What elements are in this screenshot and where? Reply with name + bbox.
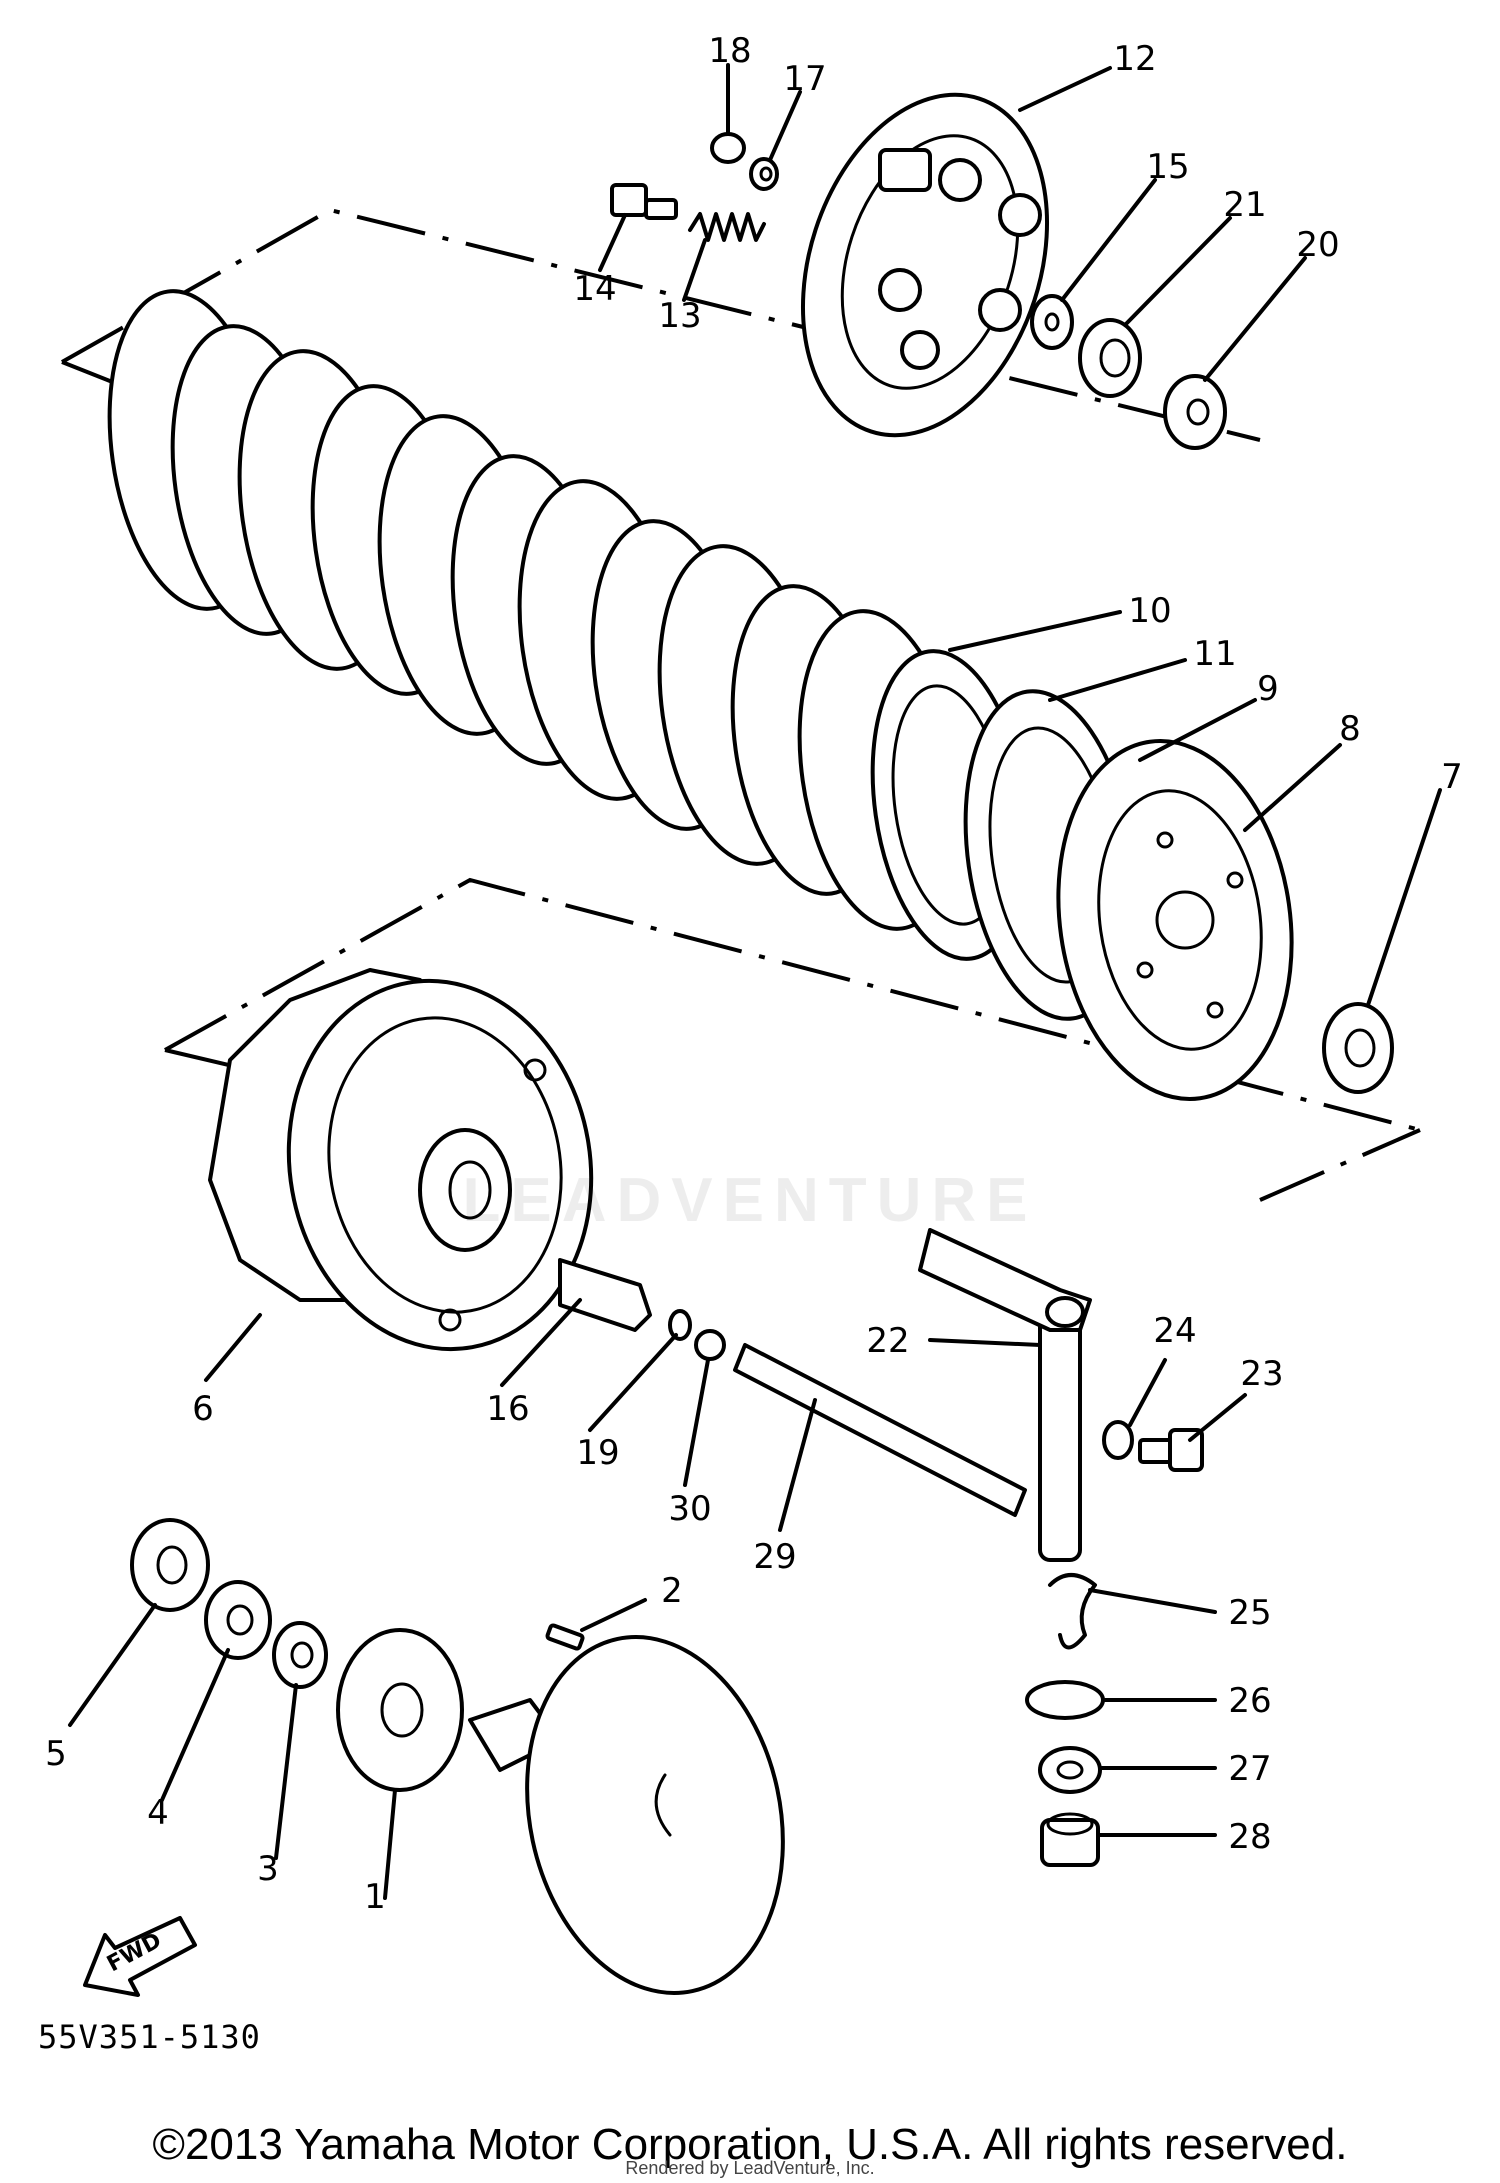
clutch-plate-stack (107, 289, 1030, 961)
reference-code: 55V351-5130 (38, 2018, 261, 2056)
fwd-arrow-icon: FWD (83, 1916, 197, 1997)
ball-30 (694, 1329, 726, 1361)
callout-15: 15 (1146, 147, 1189, 187)
callout-17: 17 (783, 59, 826, 99)
callout-21: 21 (1223, 185, 1266, 225)
callout-8: 8 (1339, 709, 1361, 749)
callout-27: 27 (1228, 1749, 1271, 1789)
pressure-plate (800, 92, 1050, 438)
rendered-by-credit: Rendered by LeadVenture, Inc. (625, 2158, 875, 2178)
push-rod-16 (558, 1258, 652, 1332)
callout-18: 18 (708, 31, 751, 71)
callout-16: 16 (486, 1389, 529, 1429)
callout-22: 22 (866, 1321, 909, 1361)
clutch-housing-6 (208, 968, 594, 1352)
crankshaft-web (468, 1635, 785, 1995)
key-2 (545, 1623, 585, 1651)
callout-23: 23 (1240, 1354, 1283, 1394)
o-ring-19 (668, 1309, 692, 1341)
callout-3: 3 (257, 1849, 279, 1889)
lock-washer-15 (1030, 294, 1074, 350)
spring-13 (688, 212, 766, 242)
callout-29: 29 (753, 1537, 796, 1577)
push-lever-22 (918, 1228, 1092, 1562)
callout-2: 2 (661, 1571, 683, 1611)
callout-14: 14 (573, 269, 616, 309)
circlip-26 (1025, 1680, 1105, 1720)
callout-1: 1 (364, 1877, 386, 1917)
callout-4: 4 (147, 1793, 169, 1833)
leader-lines (68, 63, 1442, 1900)
callout-19: 19 (576, 1433, 619, 1473)
bolt-14 (610, 183, 678, 220)
callout-7: 7 (1441, 757, 1463, 797)
callout-26: 26 (1228, 1681, 1271, 1721)
callout-9: 9 (1257, 669, 1279, 709)
callout-30: 30 (668, 1489, 711, 1529)
nut-21 (1078, 318, 1142, 398)
bearing-27 (1038, 1746, 1102, 1794)
push-rod-29 (733, 1343, 1027, 1517)
collar-28 (1040, 1812, 1100, 1867)
watermark: LEADVENTURE (462, 1166, 1038, 1235)
nut-18 (710, 132, 746, 164)
callout-labels: 1 2 3 4 5 6 7 8 9 10 11 12 13 14 15 16 1… (45, 31, 1463, 1917)
callout-20: 20 (1296, 225, 1339, 265)
copyright-notice: ©2013 Yamaha Motor Corporation, U.S.A. A… (152, 2120, 1348, 2169)
bolt-23 (1138, 1428, 1204, 1472)
callout-13: 13 (658, 296, 701, 336)
callout-6: 6 (192, 1389, 214, 1429)
washer-20 (1163, 374, 1227, 450)
washer-4 (204, 1580, 272, 1660)
callout-25: 25 (1228, 1593, 1271, 1633)
callout-28: 28 (1228, 1817, 1271, 1857)
callout-11: 11 (1193, 634, 1236, 674)
callout-12: 12 (1113, 39, 1156, 79)
clutch-boss-8 (1056, 739, 1294, 1101)
spring-25 (1048, 1573, 1097, 1650)
callout-10: 10 (1128, 591, 1171, 631)
reference-outline-lower (164, 877, 1421, 1202)
circlip-7 (1322, 1002, 1394, 1094)
circlip-3 (272, 1621, 328, 1689)
gear-1 (336, 1628, 464, 1792)
collar-5 (130, 1518, 210, 1612)
washer-17 (749, 157, 779, 191)
washer-24 (1102, 1420, 1134, 1460)
callout-24: 24 (1153, 1311, 1196, 1351)
callout-5: 5 (45, 1734, 67, 1774)
